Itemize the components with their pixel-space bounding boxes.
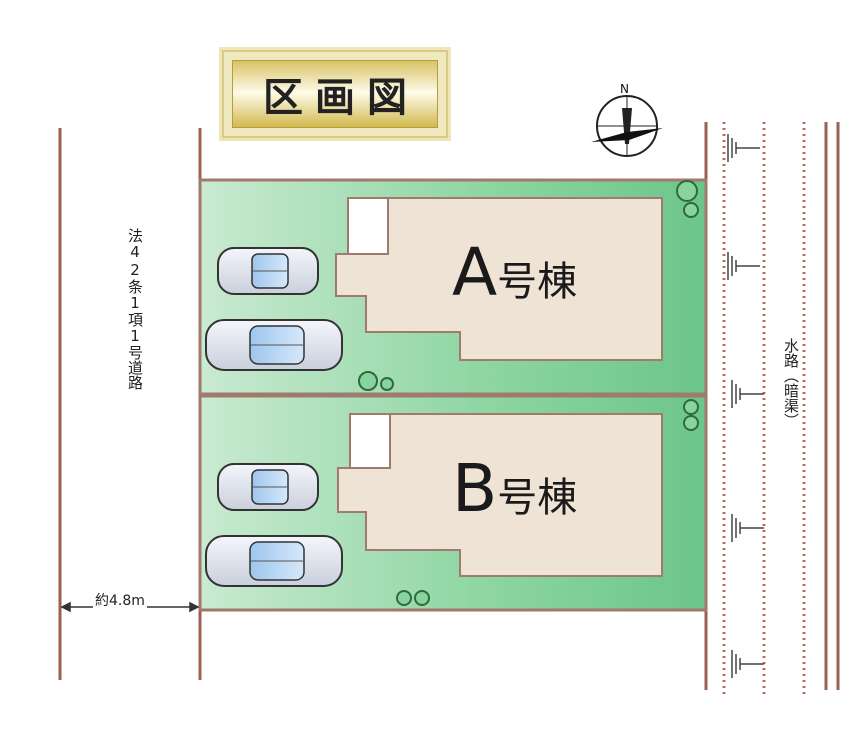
lot-b-letter: B — [452, 450, 498, 527]
car-b-1 — [217, 463, 319, 511]
page-title: 区画図 — [263, 74, 419, 121]
road-label: 法42条1項1号道路 — [126, 228, 144, 390]
shrubs — [358, 180, 699, 606]
lot-a-label: A 号棟 — [452, 234, 577, 311]
compass-icon — [591, 95, 663, 157]
title-plaque: 区画図 — [222, 50, 448, 138]
lot-b-suffix: 号棟 — [497, 475, 578, 521]
building-a-footprint — [335, 197, 663, 361]
waterway-label: 水路（暗渠） — [782, 338, 800, 428]
title-inner: 区画図 — [232, 60, 438, 128]
building-b-footprint — [337, 413, 663, 577]
compass-label: N — [620, 82, 629, 96]
car-b-2 — [205, 535, 343, 587]
building-b-porch — [349, 413, 391, 469]
utility-symbols — [727, 134, 764, 678]
lot-a-letter: A — [452, 234, 498, 311]
car-a-2 — [205, 319, 343, 371]
lot-a-suffix: 号棟 — [497, 259, 578, 305]
road-width-label: 約4.8m — [93, 590, 147, 610]
car-a-1 — [217, 247, 319, 295]
lot-b-label: B 号棟 — [452, 450, 577, 527]
building-a-porch — [347, 197, 389, 255]
